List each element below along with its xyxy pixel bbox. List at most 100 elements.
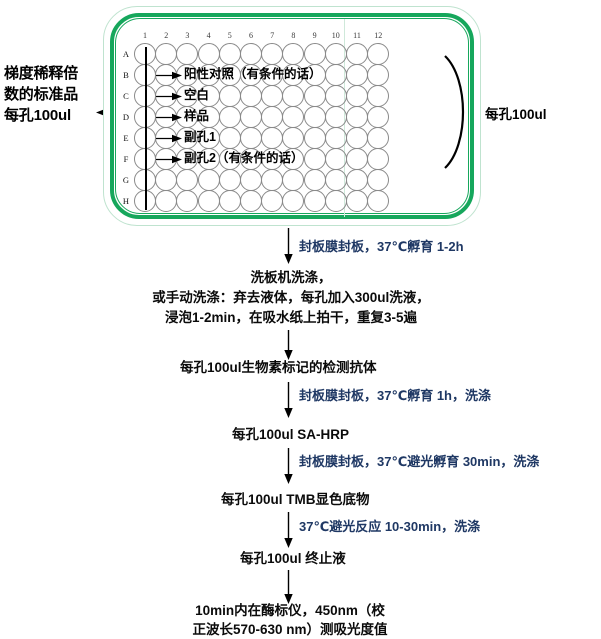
- plate-well[interactable]: [176, 169, 199, 191]
- plate-well[interactable]: [261, 190, 284, 212]
- plate-inner-frame: [115, 18, 469, 214]
- standard-dilution-label-line-2: 数的标准品: [4, 86, 79, 103]
- plate-well[interactable]: [346, 85, 368, 107]
- plate-well[interactable]: [303, 85, 326, 107]
- plate-well[interactable]: [367, 64, 390, 86]
- plate-well[interactable]: [324, 148, 347, 170]
- plate-column-header: 5: [227, 31, 232, 40]
- plate-column-header: 1: [143, 31, 147, 40]
- plate-well[interactable]: [367, 190, 390, 212]
- plate-well[interactable]: [218, 85, 241, 107]
- column-1-highlight-line: [144, 47, 147, 210]
- plate-well[interactable]: [324, 64, 347, 86]
- plate-well[interactable]: [282, 106, 305, 128]
- plate-well[interactable]: [346, 64, 368, 86]
- step-5-sa-hrp: 每孔100ul SA-HRP: [232, 427, 350, 442]
- plate-well[interactable]: [155, 169, 178, 191]
- plate-well[interactable]: [367, 85, 390, 107]
- plate-well[interactable]: [303, 169, 326, 191]
- plate-well[interactable]: [324, 85, 347, 107]
- plate-well[interactable]: [346, 148, 368, 170]
- plate-column-header: 7: [270, 31, 275, 40]
- plate-column-header: 8: [291, 31, 296, 40]
- plate-well[interactable]: [261, 85, 284, 107]
- plate-well[interactable]: [367, 106, 390, 128]
- plate-well[interactable]: [155, 190, 178, 212]
- plate-well[interactable]: [303, 106, 326, 128]
- plate-well[interactable]: [218, 190, 241, 212]
- plate-well[interactable]: [282, 127, 305, 149]
- plate-well[interactable]: [346, 190, 368, 212]
- standard-dilution-label-line-3: 每孔100ul: [4, 107, 71, 124]
- step-2-wash-line-1: 洗板机洗涤，: [250, 270, 332, 285]
- plate-well[interactable]: [218, 43, 241, 65]
- plate-well[interactable]: [324, 169, 347, 191]
- plate-well[interactable]: [303, 127, 326, 149]
- plate-well[interactable]: [367, 127, 390, 149]
- plate-well[interactable]: [346, 106, 368, 128]
- plate-well[interactable]: [324, 190, 347, 212]
- plate-column-header: 2: [164, 31, 169, 40]
- plate-well[interactable]: [240, 85, 262, 107]
- connector-2: [284, 330, 293, 360]
- plate-well[interactable]: [176, 190, 199, 212]
- per-well-volume-brace: [444, 55, 465, 169]
- plate-well[interactable]: [261, 106, 284, 128]
- standard-dilution-label-line-1: 梯度稀释倍: [4, 65, 79, 82]
- plate-well[interactable]: [155, 43, 178, 65]
- plate-well[interactable]: [218, 106, 241, 128]
- plate-well[interactable]: [346, 169, 368, 191]
- plate-well[interactable]: [197, 43, 220, 65]
- plate-well[interactable]: [346, 43, 368, 65]
- plate-well[interactable]: [367, 43, 390, 65]
- plate-well[interactable]: [324, 127, 347, 149]
- plate-well[interactable]: [367, 148, 390, 170]
- plate-well[interactable]: [197, 169, 220, 191]
- well-note-label: 样品: [184, 109, 210, 123]
- plate-column-header: 9: [312, 31, 317, 40]
- step-2-wash-line-2: 或手动洗涤：弃去液体，每孔加入300ul洗液，: [152, 290, 430, 305]
- plate-well[interactable]: [240, 169, 262, 191]
- plate-column-header: 3: [185, 31, 190, 40]
- plate-well[interactable]: [282, 169, 305, 191]
- plate-well[interactable]: [240, 190, 262, 212]
- plate-well[interactable]: [197, 190, 220, 212]
- plate-well[interactable]: [176, 43, 199, 65]
- plate-well[interactable]: [240, 43, 262, 65]
- plate-well[interactable]: [282, 43, 305, 65]
- step-3-detection-antibody: 每孔100ul生物素标记的检测抗体: [180, 360, 377, 375]
- plate-well[interactable]: [282, 85, 305, 107]
- plate-well[interactable]: [303, 43, 326, 65]
- well-note-label: 副孔1: [184, 130, 216, 144]
- plate-column-header: 4: [206, 31, 211, 40]
- plate-well[interactable]: [240, 127, 262, 149]
- plate-well[interactable]: [303, 148, 326, 170]
- plate-well[interactable]: [261, 169, 284, 191]
- plate-row-header: E: [123, 133, 129, 143]
- step-1-incubate: 封板膜封板，37℃孵育 1-2h: [299, 239, 464, 254]
- plate-well[interactable]: [346, 127, 368, 149]
- plate-well[interactable]: [261, 43, 284, 65]
- plate-column-header: 6: [249, 31, 253, 40]
- plate-column-header: 10: [331, 31, 340, 40]
- plate-well[interactable]: [324, 106, 347, 128]
- plate-well[interactable]: [367, 169, 390, 191]
- plate-well[interactable]: [303, 190, 326, 212]
- plate-well[interactable]: [261, 127, 284, 149]
- well-note-arrow: [156, 71, 182, 79]
- plate-well[interactable]: [324, 43, 347, 65]
- step-6-dark-incubate: 封板膜封板，37℃避光孵育 30min，洗涤: [299, 454, 540, 469]
- step-10-read-absorbance: 10min内在酶标仪，450nm（校 正波长570-630 nm）测吸光度值: [140, 601, 440, 639]
- well-note-arrow: [156, 113, 182, 121]
- connector-1: [284, 228, 293, 264]
- plate-well[interactable]: [218, 169, 241, 191]
- plate-row-header: H: [122, 196, 130, 206]
- plate-row-header: A: [122, 49, 130, 59]
- plate-well[interactable]: [218, 127, 241, 149]
- plate-well[interactable]: [240, 106, 262, 128]
- plate-well[interactable]: [282, 190, 305, 212]
- step-9-stop-solution: 每孔100ul 终止液: [240, 551, 346, 566]
